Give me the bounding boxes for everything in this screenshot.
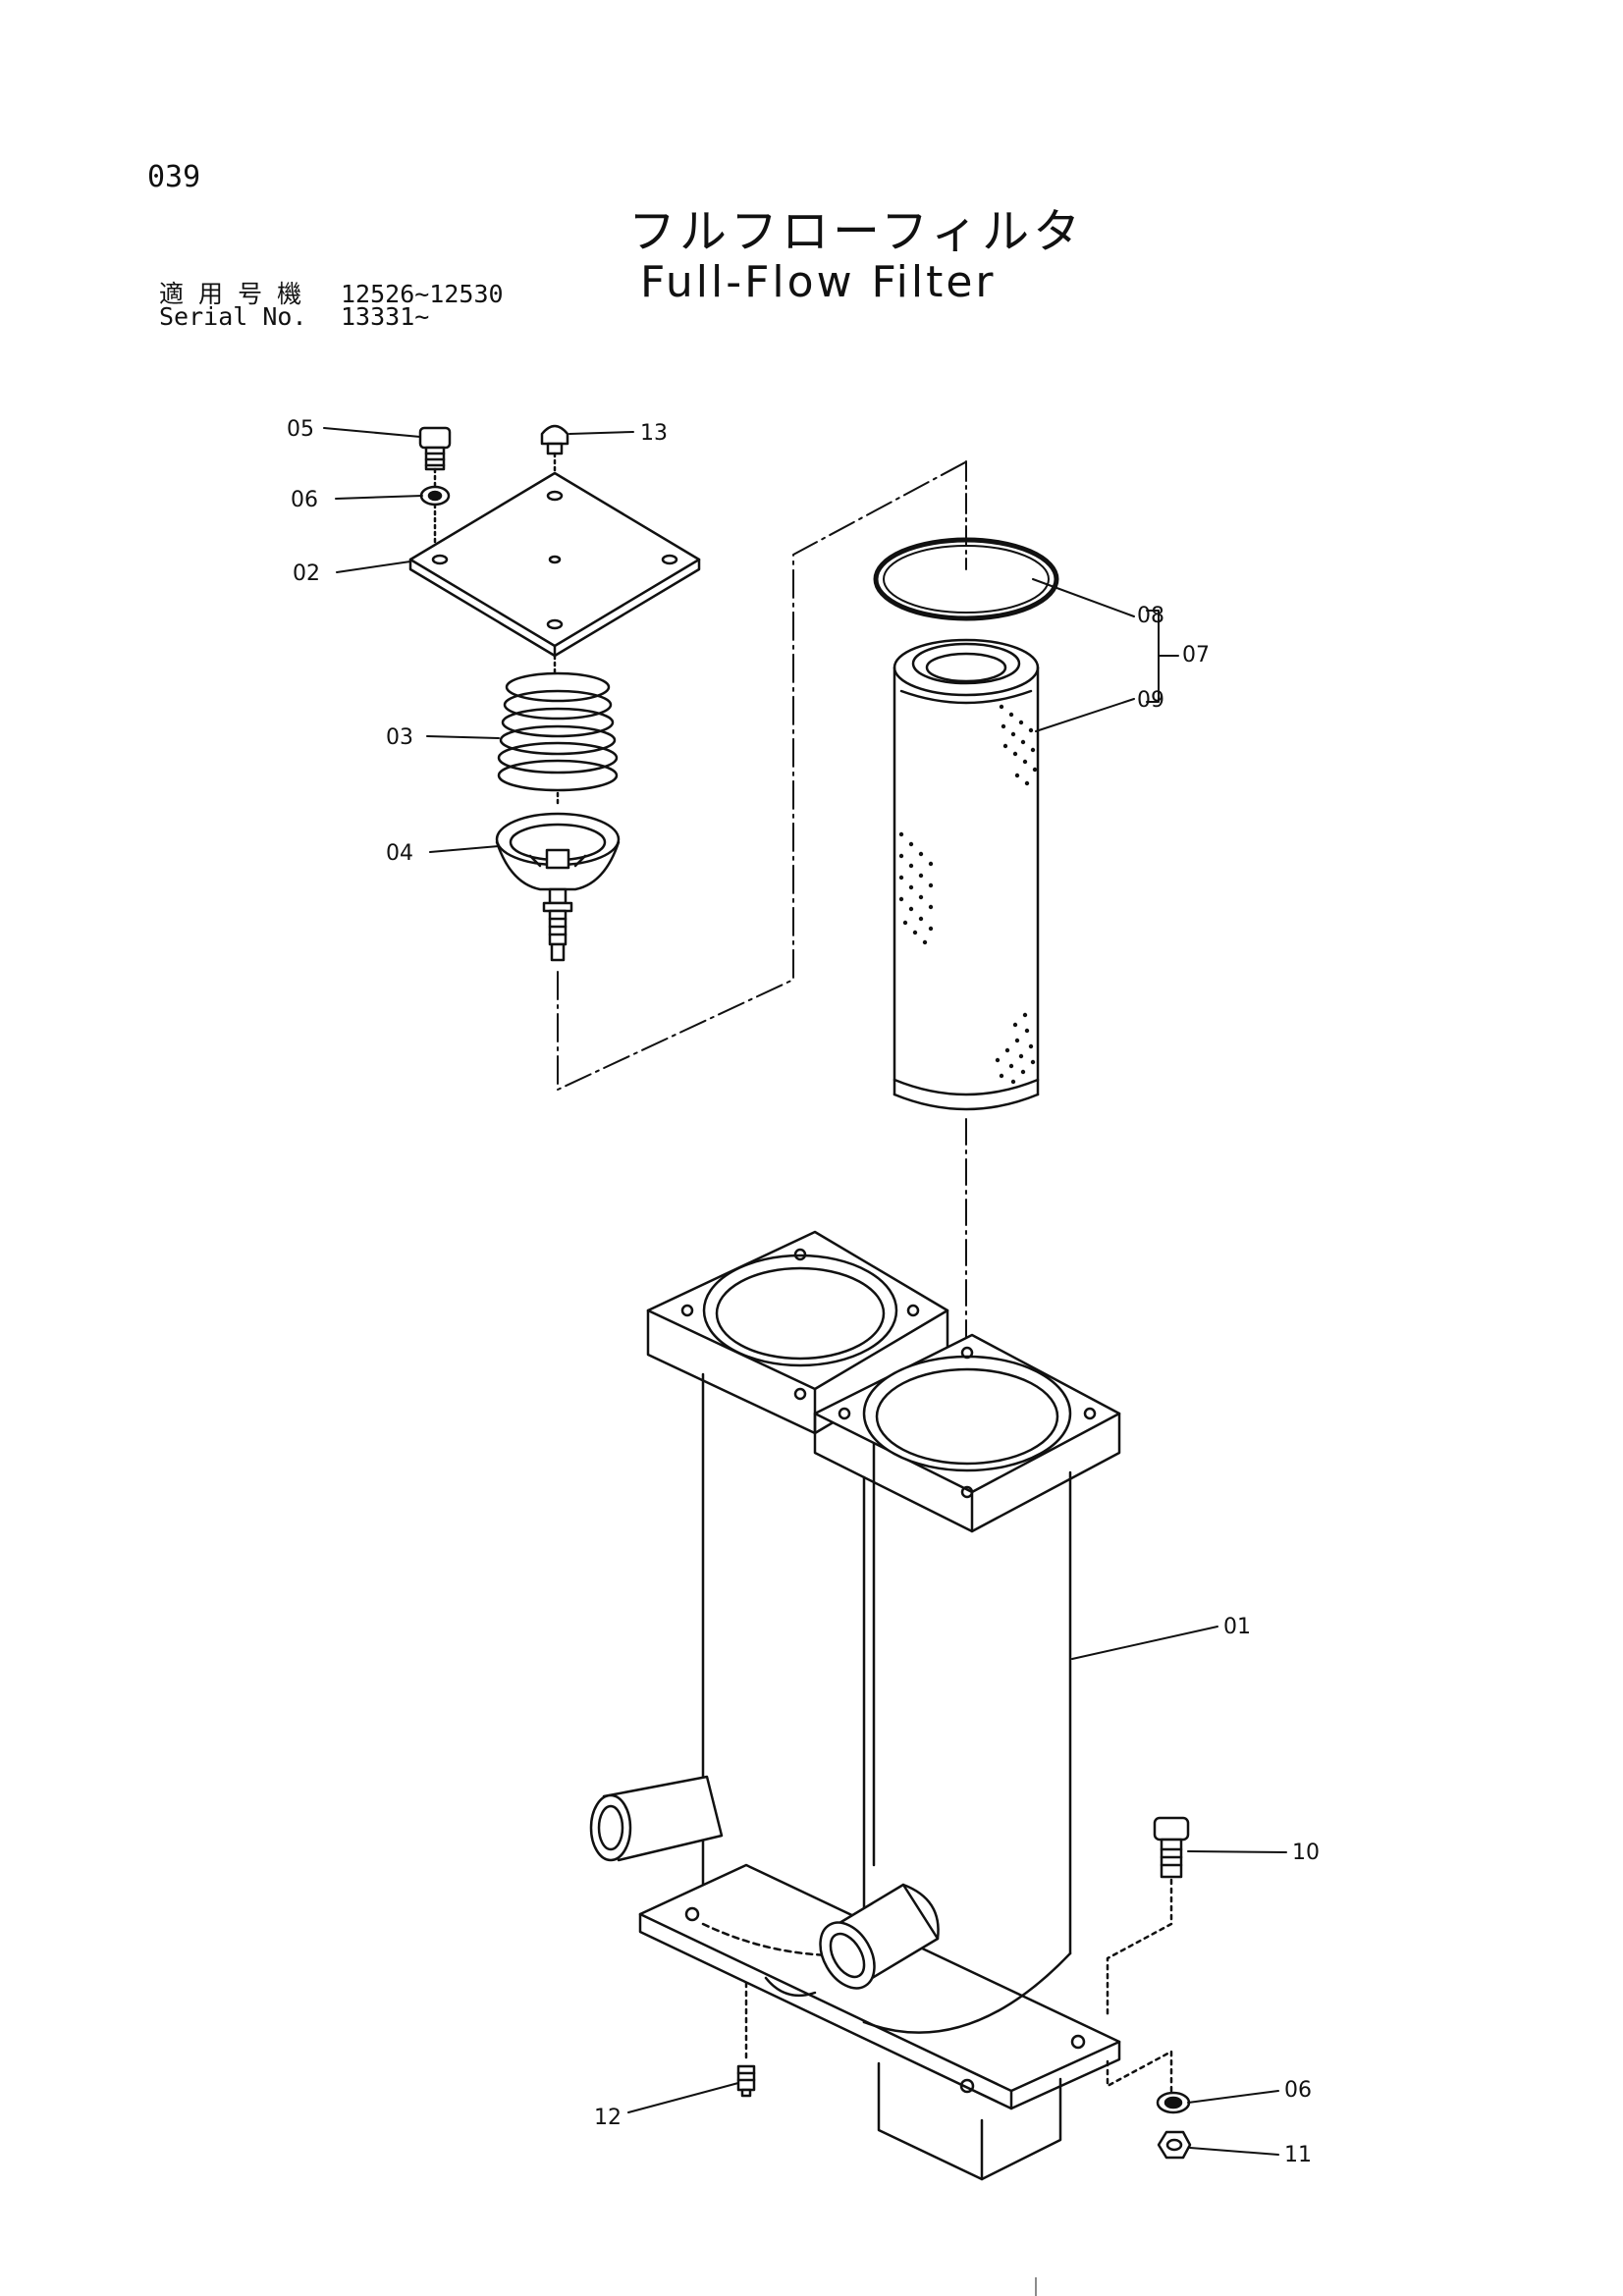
part-06-washer-top: [419, 485, 451, 507]
title-english: Full-Flow Filter: [640, 257, 997, 307]
callout-06-top: 06: [291, 488, 318, 512]
part-04-valve: [495, 812, 621, 962]
callout-05: 05: [287, 417, 314, 442]
part-03-spring: [497, 671, 619, 792]
serial-value-2: 13331~: [341, 302, 430, 331]
part-09-filter-element: [893, 638, 1040, 1111]
callout-04: 04: [386, 841, 413, 866]
callout-07: 07: [1182, 643, 1210, 667]
serial-label-2: Serial No.: [159, 302, 307, 331]
part-05-bolt: [418, 426, 452, 471]
part-06-washer-bottom: [1156, 2091, 1191, 2114]
part-12-drain-plug: [736, 2064, 756, 2098]
page-number: 039: [147, 160, 201, 194]
callout-03: 03: [386, 725, 413, 750]
part-02-cover-plate: [408, 471, 701, 658]
callout-08: 08: [1137, 604, 1164, 628]
part-01-filter-body: [589, 1230, 1121, 2181]
serial-label-1: 適 用 号 機: [159, 280, 302, 308]
callout-12: 12: [594, 2106, 622, 2130]
part-11-nut: [1157, 2130, 1192, 2160]
callout-02: 02: [293, 561, 320, 586]
callout-13: 13: [640, 421, 668, 446]
callout-11: 11: [1284, 2143, 1312, 2167]
part-13-plug: [540, 424, 569, 455]
part-10-bolt: [1153, 1816, 1190, 1879]
callout-09: 09: [1137, 688, 1164, 713]
callout-10: 10: [1292, 1841, 1320, 1865]
serial-row-1: 適 用 号 機 12526~12530: [159, 275, 504, 310]
callout-01: 01: [1223, 1615, 1251, 1639]
serial-value-1: 12526~12530: [341, 280, 504, 308]
title-japanese: フルフローフィルタ: [628, 204, 1085, 259]
callout-06-bottom: 06: [1284, 2078, 1312, 2103]
serial-row-2: Serial No. 13331~: [159, 302, 429, 331]
